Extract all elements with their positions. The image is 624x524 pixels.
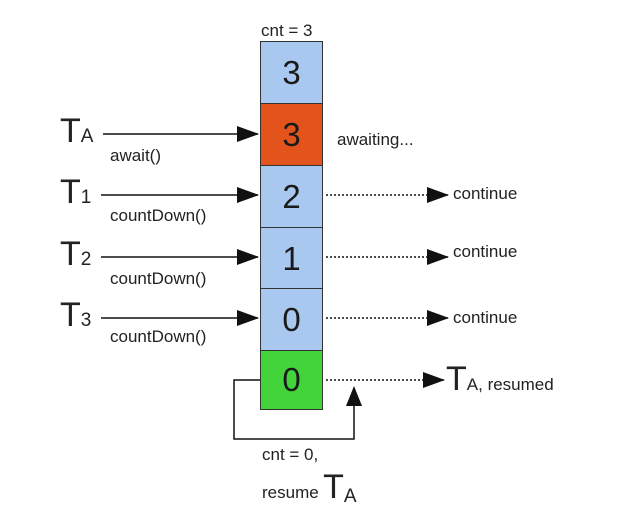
- counter-cell-0: 3: [260, 41, 323, 104]
- cell-value: 3: [282, 53, 301, 91]
- feedback-loop-line: [233, 379, 355, 440]
- call-label-countdown-3: countDown(): [110, 327, 207, 346]
- cell-value: 0: [282, 300, 301, 338]
- counter-cell-2: 2: [260, 165, 323, 228]
- continue-label-3: continue: [453, 308, 518, 327]
- feedback-loop-arrowhead: [346, 386, 362, 406]
- thread-label-t1: T1: [60, 173, 92, 211]
- resume-ta-label: resume TA: [262, 468, 357, 508]
- call-label-await: await(): [110, 146, 162, 165]
- continue-label-2: continue: [453, 242, 518, 261]
- cell-value: 2: [282, 177, 301, 215]
- counter-cell-3: 1: [260, 227, 323, 290]
- thread-label-t2: T2: [60, 235, 92, 273]
- counter-cell-4: 0: [260, 288, 323, 351]
- cell-value: 1: [282, 239, 301, 277]
- counter-cell-1: 3: [260, 103, 323, 166]
- cell-value: 3: [282, 115, 301, 153]
- thread-label-ta: TA: [60, 112, 94, 150]
- call-label-countdown-1: countDown(): [110, 206, 207, 225]
- awaiting-label: awaiting...: [337, 130, 414, 149]
- cnt-final-label: cnt = 0,: [262, 445, 319, 464]
- cell-value: 0: [282, 361, 301, 398]
- thread-label-t3: T3: [60, 296, 92, 334]
- counter-cell-5: 0: [260, 350, 323, 410]
- call-label-countdown-2: countDown(): [110, 269, 207, 288]
- cnt-initial-label: cnt = 3: [261, 21, 313, 40]
- resumed-label: TA, resumed: [446, 360, 554, 398]
- continue-label-1: continue: [453, 184, 518, 203]
